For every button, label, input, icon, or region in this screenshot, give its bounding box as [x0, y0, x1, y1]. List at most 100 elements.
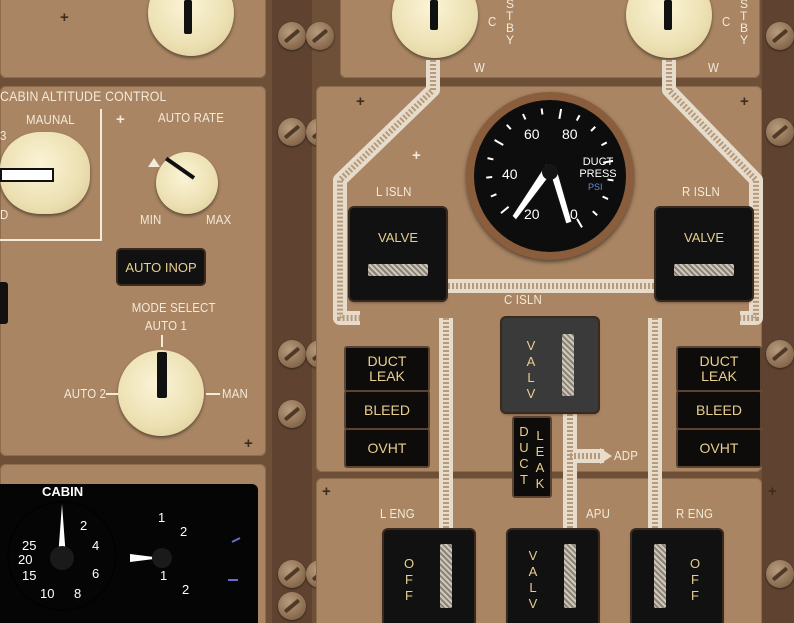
mode-select-label: MODE SELECT	[131, 300, 216, 315]
left-duct-leak-light: DUCT LEAK	[344, 346, 430, 392]
r-isln-label: R ISLN	[682, 184, 720, 199]
screw-11	[766, 22, 794, 50]
l-eng-hatch	[440, 544, 452, 608]
left-partial-label-bottom: D	[0, 207, 9, 222]
panel-plus-5: +	[740, 93, 749, 110]
panel-plus-6: +	[412, 147, 421, 164]
gauge-title: DUCT PRESS	[579, 156, 617, 180]
cabin-altitude-bracket	[0, 109, 102, 241]
panel-plus-1: +	[60, 9, 69, 26]
left-partial-label-top: 3	[0, 128, 7, 143]
c-duct-leak-d: D	[519, 424, 529, 439]
left-bleed-text: BLEED	[364, 402, 410, 418]
mode-select-tick-top	[161, 335, 163, 347]
screw-2	[278, 118, 306, 146]
gauge-tick-60: 60	[524, 126, 540, 142]
c-isln-valve-switch[interactable]: V A L V	[502, 318, 598, 412]
l-isln-valve-switch[interactable]: VALVE	[350, 208, 446, 300]
l-eng-label: L ENG	[380, 506, 415, 521]
l-isln-label: L ISLN	[376, 184, 412, 199]
left-duct-leak-text-1: DUCT	[367, 353, 407, 369]
cabin-tick-6: 6	[92, 566, 100, 581]
l-isln-valve-text: VALVE	[378, 230, 418, 245]
cabin-alt-needle	[58, 504, 66, 558]
screw-14	[766, 560, 794, 588]
c-duct-leak-t: T	[520, 472, 528, 487]
screw-3	[278, 340, 306, 368]
c-duct-leak-c: C	[519, 456, 529, 471]
left-pack-pointer	[430, 0, 438, 30]
right-duct-leak-text-1: DUCT	[699, 353, 739, 369]
cabin-tick-4: 4	[92, 538, 100, 553]
l-eng-bleed-switch[interactable]: O F F	[384, 530, 474, 623]
screw-12	[766, 118, 794, 146]
gauge-tick-20: 20	[524, 206, 540, 222]
panel-plus-8: +	[768, 483, 777, 500]
cabin-rate-needle	[130, 554, 162, 562]
left-pack-c-label: C	[488, 14, 497, 29]
gauge-tick-mark	[592, 210, 598, 216]
right-duct-leak-text-2: LEAK	[701, 368, 737, 384]
screw-7	[306, 22, 334, 50]
r-eng-bleed-switch[interactable]: O F F	[632, 530, 722, 623]
top-left-knob-pointer	[184, 0, 192, 34]
c-isln-valve-v: V	[526, 338, 536, 353]
cabin-tick-10: 10	[40, 586, 55, 601]
apu-label: APU	[586, 506, 611, 521]
apu-valve-v2: V	[528, 596, 538, 611]
cabin-tick-8: 8	[74, 586, 82, 601]
cabin-label: CABIN	[42, 484, 84, 499]
screw-4	[278, 400, 306, 428]
c-isln-label: C ISLN	[504, 292, 542, 307]
rate-tick-2-bottom: 2	[182, 582, 190, 597]
left-bleed-light: BLEED	[344, 390, 430, 430]
right-pack-w-label: W	[708, 60, 719, 75]
adp-arrow-icon	[600, 448, 612, 464]
c-isln-valve-a: A	[526, 354, 536, 369]
l-eng-off-f2: F	[405, 588, 413, 603]
gauge-tick-mark	[487, 157, 494, 161]
r-isln-valve-text: VALVE	[684, 230, 724, 245]
r-isln-valve-switch[interactable]: VALVE	[656, 208, 752, 300]
gauge-tick-80: 80	[562, 126, 578, 142]
auto-rate-label: AUTO RATE	[158, 110, 224, 125]
frame-column-left	[272, 0, 312, 623]
gauge-tick-mark	[540, 108, 544, 115]
auto-inop-text: AUTO INOP	[125, 260, 197, 275]
right-ovht-text: OVHT	[699, 440, 739, 456]
adp-label: ADP	[614, 448, 639, 463]
panel-plus-7: +	[322, 483, 331, 500]
gauge-tick-mark	[490, 193, 497, 198]
c-leak-e: E	[535, 444, 545, 459]
panel-plus-4: +	[356, 93, 365, 110]
duct-press-gauge-svg	[486, 108, 614, 228]
frame-column-right	[762, 0, 794, 623]
gauge-hub	[542, 164, 558, 180]
min-label: MIN	[140, 212, 162, 227]
man-label: MAN	[222, 386, 248, 401]
rate-tick-1-bottom: 1	[160, 568, 168, 583]
auto1-label: AUTO 1	[144, 318, 188, 333]
gauge-tick-mark	[522, 113, 527, 120]
right-bleed-light: BLEED	[676, 390, 762, 430]
left-duct-leak-text-2: LEAK	[369, 368, 405, 384]
auto-rate-knob[interactable]	[156, 152, 218, 214]
cabin-tick-25: 25	[22, 538, 37, 553]
apu-hatch	[564, 544, 576, 608]
cabin-altitude-title: CABIN ALTITUDE CONTROL	[0, 88, 167, 104]
left-edge-switch[interactable]	[0, 282, 8, 324]
gauge-tick-mark	[506, 124, 512, 130]
c-leak-k: K	[535, 476, 545, 491]
cabin-rate-tick	[231, 537, 241, 543]
gauge-tick-mark	[576, 218, 583, 228]
duct-right-upper-fill	[666, 60, 759, 321]
mode-select-pointer	[157, 352, 167, 398]
gauge-tick-mark	[607, 178, 614, 182]
cabin-tick-2: 2	[80, 518, 88, 533]
apu-bleed-switch[interactable]: V A L V	[508, 530, 598, 623]
apu-valve-v: V	[528, 548, 538, 563]
panel-plus-2: +	[116, 111, 125, 128]
left-pack-stby-label: STBY	[506, 0, 515, 47]
gauge-unit: PSI	[588, 182, 603, 192]
